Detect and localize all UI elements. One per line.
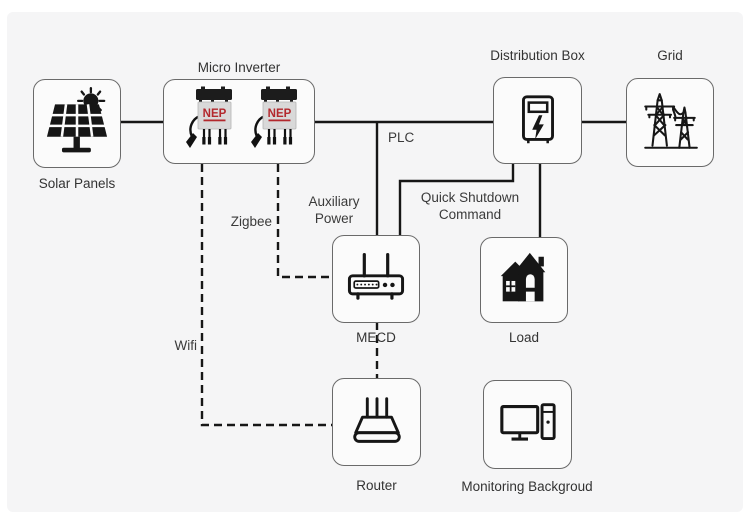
grid-node: [626, 78, 714, 167]
solar-panels-node: [33, 79, 121, 168]
micro-inverter-label: Micro Inverter: [197, 60, 281, 75]
quick-shutdown-edge-label: Quick Shutdown Command: [420, 190, 520, 222]
computer-icon: [499, 402, 556, 441]
load-node: [480, 237, 568, 323]
load-label: Load: [508, 330, 540, 345]
solar-panel-icon: [46, 86, 108, 152]
auxiliary-power-edge-label: Auxiliary Power: [308, 194, 360, 226]
zigbee-edge-label: Zigbee: [230, 214, 272, 229]
micro-inverter-node: NEP NEP: [163, 79, 315, 164]
grid-label: Grid: [657, 48, 683, 63]
monitoring-background-node: [483, 380, 572, 469]
nep-brand-text: NEP: [268, 108, 292, 120]
mecd-node: [332, 235, 420, 323]
wire-wifi: [200, 164, 333, 427]
power-grid-icon: [644, 92, 698, 149]
distribution-box-icon: [521, 94, 554, 143]
inverter-unit-icon: NEP: [186, 86, 232, 148]
inverter-unit-icon: NEP: [251, 86, 297, 148]
nep-brand-text: NEP: [203, 108, 227, 120]
distribution-box-node: [493, 77, 582, 164]
router-node: [332, 378, 421, 466]
solar-panels-label: Solar Panels: [38, 176, 116, 191]
house-icon: [500, 252, 546, 302]
wire-quick-shutdown: [398, 163, 515, 236]
distribution-box-label: Distribution Box: [490, 48, 585, 63]
wifi-edge-label: Wifi: [174, 338, 198, 353]
mecd-label: MECD: [356, 330, 396, 345]
mecd-modem-icon: [347, 252, 405, 300]
wire-zigbee: [276, 164, 333, 279]
plc-edge-label: PLC: [388, 130, 415, 145]
router-label: Router: [356, 478, 397, 493]
router-icon: [352, 397, 401, 443]
monitoring-background-label: Monitoring Backgroud: [461, 479, 593, 494]
